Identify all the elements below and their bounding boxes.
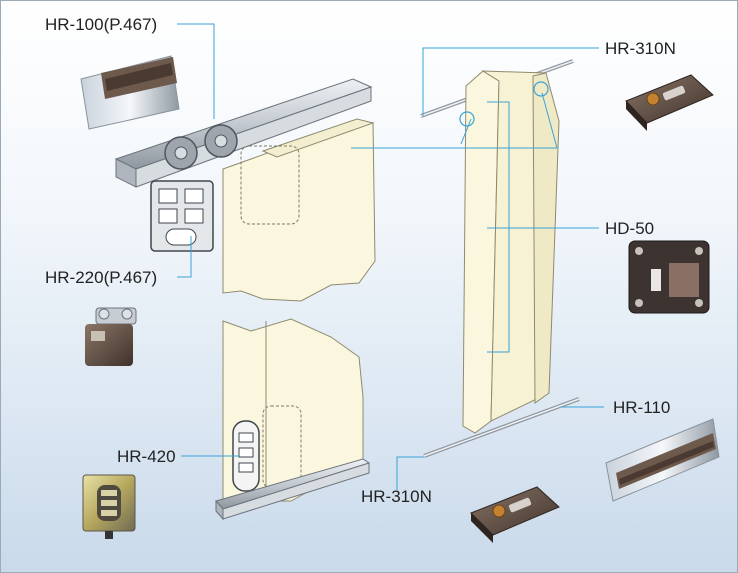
photo-hr100-rail <box>80 55 180 130</box>
label-hr220: HR-220(P.467) <box>45 268 158 287</box>
photo-hr310n-bottom <box>470 486 560 543</box>
leader-lines <box>177 23 604 490</box>
photo-hr110-rail <box>605 418 720 502</box>
hanger-roller <box>150 124 300 252</box>
photo-hr220 <box>85 307 137 366</box>
label-hr310n-top: HR-310N <box>605 39 676 58</box>
label-hr420: HR-420 <box>117 447 176 466</box>
photo-hr310n-top <box>625 74 714 131</box>
photo-hr420 <box>82 474 136 539</box>
photo-hd50 <box>628 240 710 314</box>
label-hr100: HR-100(P.467) <box>45 15 158 34</box>
folding-door <box>420 59 580 458</box>
bottom-rail <box>215 458 371 521</box>
label-hr310n-bottom: HR-310N <box>361 487 432 506</box>
label-hr110: HR-110 <box>613 398 671 417</box>
label-hd50: HD-50 <box>605 219 655 238</box>
